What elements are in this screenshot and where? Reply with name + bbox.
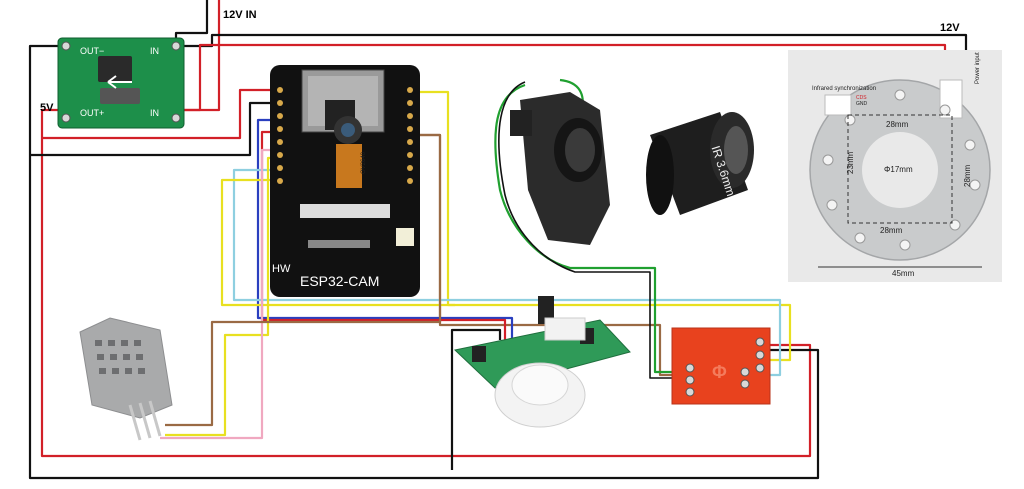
ir-dim-overall: 45mm: [892, 269, 915, 278]
wire-black-camera: [498, 81, 690, 379]
wires: [28, 0, 968, 480]
ir-dim-left: 23mm: [846, 151, 855, 174]
esp32-name-label: ESP32-CAM: [300, 273, 379, 289]
ir-dim-center: Φ17mm: [884, 165, 913, 174]
wire-blue-pir: [256, 118, 514, 340]
dht-humidity-sensor: [79, 317, 173, 441]
ir-sync-label: Infrared synchronization: [812, 86, 876, 92]
ribbon-label: OV2640: [361, 151, 367, 174]
buck-out-minus-label: OUT−: [80, 46, 104, 56]
ir-led-ring: [788, 50, 1002, 282]
wire-5v-red-rail: [40, 108, 812, 458]
arrow-left-icon: [107, 75, 132, 89]
ir-dim-top: 28mm: [886, 120, 909, 129]
buck-in-top-label: IN: [150, 46, 159, 56]
wire-gnd-black-rail: [28, 44, 820, 480]
label-5v: 5V: [40, 102, 54, 114]
buck-converter: [57, 37, 185, 129]
wire-black-pir: [450, 328, 502, 470]
wire-yellow-signal: [410, 90, 792, 362]
ir-cds-label: CDS: [856, 95, 867, 101]
wire-green-camera: [494, 83, 690, 374]
ir-dim-right: 28mm: [963, 164, 972, 187]
wire-5v-to-esp: [42, 88, 282, 140]
pir-motion-sensor: [453, 296, 631, 428]
label-12v-in: 12V IN: [223, 9, 257, 21]
red-module: Φ: [671, 327, 771, 405]
label-12v: 12V: [940, 22, 960, 34]
ir-gnd-label: GND: [856, 101, 868, 107]
buck-in-bottom-label: IN: [150, 108, 159, 118]
esp32-cam-board: [270, 65, 420, 297]
wire-gnd-to-esp: [30, 101, 282, 157]
ir-lens: [646, 112, 754, 215]
ir-dim-bottom: 28mm: [880, 226, 903, 235]
wire-brown-sensor: [165, 133, 442, 427]
wire-lightblue-relay: [232, 168, 782, 377]
wire-yellow-left: [220, 178, 455, 307]
esp32-brand-label: HW: [272, 263, 291, 275]
camera-lens-holder: [510, 92, 610, 245]
ir-power-input-label: Power input: [975, 52, 981, 84]
buck-out-plus-label: OUT+: [80, 108, 104, 118]
svg-text:Φ: Φ: [712, 362, 727, 382]
wire-yellow-sensor: [165, 156, 282, 437]
